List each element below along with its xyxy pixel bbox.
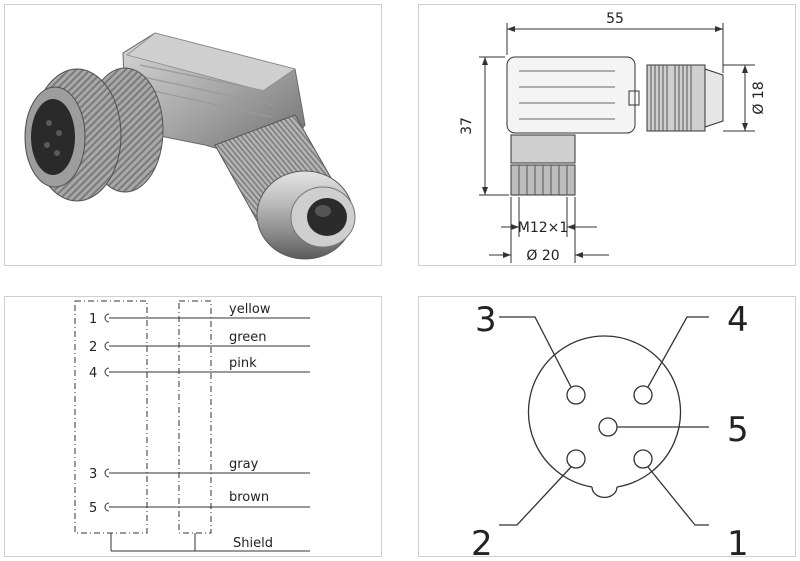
pin-4-contact [633, 385, 653, 405]
pin-number: 2 [89, 340, 97, 355]
pin-label: 3 [475, 300, 497, 340]
nut-diameter-label: Ø 20 [526, 248, 559, 264]
pin-label: 2 [471, 524, 493, 558]
shield-label: Shield [233, 536, 273, 551]
pin-number: 5 [89, 501, 97, 516]
wire-color-label: brown [229, 490, 269, 505]
pin-label: 5 [727, 410, 749, 450]
wire-row: 2 green [89, 330, 310, 355]
pinout-diagram: 3 4 5 2 1 [471, 300, 749, 558]
wire-row: 3 gray [89, 457, 310, 482]
dimension-drawing-panel: 55 37 Ø 18 M12×1 Ø 20 [418, 4, 796, 266]
pin-number: 3 [89, 467, 97, 482]
wiring-diagram: 1 yellow 2 green 4 pink 3 gray 5 bro [74, 300, 310, 552]
thread-label: M12×1 [518, 220, 569, 236]
wire-color-label: gray [229, 457, 259, 472]
pin-number: 1 [89, 312, 97, 327]
pin-5-contact [598, 417, 618, 437]
pin-label: 4 [727, 300, 749, 340]
height-dimension-label: 37 [459, 117, 475, 135]
connector-photo [24, 32, 356, 260]
pinout-panel: 3 4 5 2 1 [418, 296, 796, 558]
pin-3-contact [566, 385, 586, 405]
pin-1-contact [633, 449, 653, 469]
width-dimension-label: 55 [606, 11, 624, 27]
pin-number: 4 [89, 366, 97, 381]
pin-2-contact [566, 449, 586, 469]
wire-color-label: pink [229, 356, 257, 371]
cable-diameter-label: Ø 18 [751, 81, 767, 114]
wire-row: 4 pink [89, 356, 310, 381]
connector-face-outline [527, 335, 682, 488]
wiring-diagram-panel: 1 yellow 2 green 4 pink 3 gray 5 bro [4, 296, 382, 557]
wire-row: 5 brown [89, 490, 310, 516]
pin-label: 1 [727, 524, 749, 558]
wire-color-label: green [229, 330, 267, 345]
dimension-drawing: 55 37 Ø 18 M12×1 Ø 20 [459, 11, 767, 264]
wire-row: 1 yellow [89, 302, 310, 327]
product-photo-panel [4, 4, 382, 266]
wire-color-label: yellow [229, 302, 271, 317]
